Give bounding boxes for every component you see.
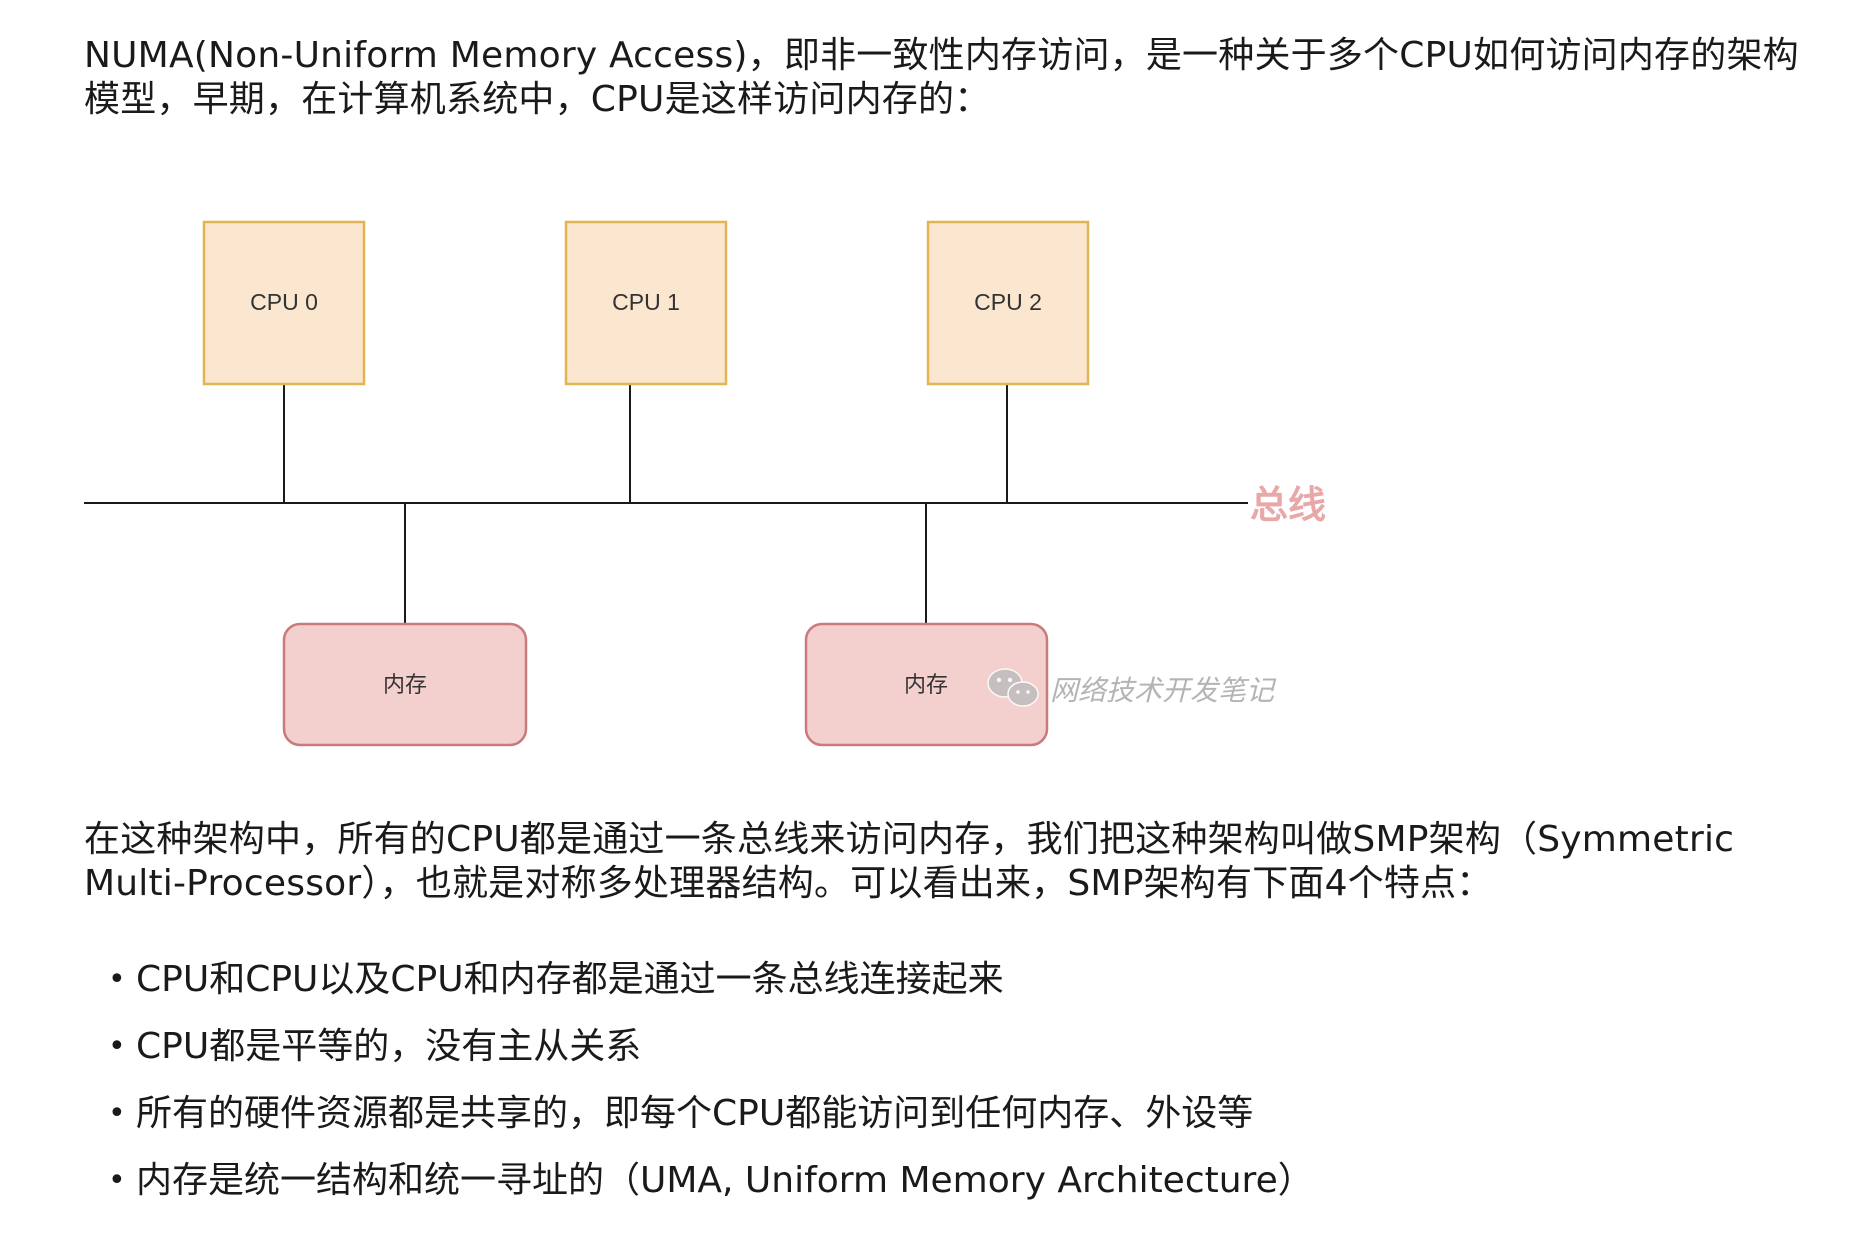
connection-lines [84,384,1248,624]
list-item: • 内存是统一结构和统一寻址的（UMA, Uniform Memory Archi… [108,1159,1314,1203]
bullet-icon: • [108,962,126,997]
feature-list: • CPU和CPU以及CPU和内存都是通过一条总线连接起来 • CPU都是平等的，没… [108,958,1314,1226]
cpu-label: CPU 2 [974,289,1042,315]
bullet-icon: • [108,1163,126,1198]
list-item-text: CPU和CPU以及CPU和内存都是通过一条总线连接起来 [136,959,1004,1000]
watermark-text: 网络技术开发笔记 [1050,675,1277,706]
cpu-box: CPU 1 [564,220,728,386]
list-item-text: CPU都是平等的，没有主从关系 [136,1026,642,1067]
bullet-icon: • [108,1096,126,1131]
watermark: 网络技术开发笔记 [987,668,1277,707]
list-item-text: 所有的硬件资源都是共享的，即每个CPU都能访问到任何内存、外设等 [136,1093,1254,1134]
list-item: • CPU和CPU以及CPU和内存都是通过一条总线连接起来 [108,958,1314,1002]
bullet-icon: • [108,1029,126,1064]
memory-box: 内存 [804,622,1049,747]
cpu-box: CPU 2 [926,220,1090,386]
list-item-text: 内存是统一结构和统一寻址的（UMA, Uniform Memory Archit… [136,1160,1314,1201]
cpu-label: CPU 0 [250,289,318,315]
list-item: • CPU都是平等的，没有主从关系 [108,1025,1314,1069]
cpu-label: CPU 1 [612,289,680,315]
bus-label: 总线 [1250,485,1326,527]
smp-paragraph: 在这种架构中，所有的CPU都是通过一条总线来访问内存，我们把这种架构叫做SMP架… [84,819,1735,904]
cpu-box: CPU 0 [202,220,366,386]
memory-box: 内存 [282,622,528,747]
wechat-icon [987,668,1039,707]
list-item: • 所有的硬件资源都是共享的，即每个CPU都能访问到任何内存、外设等 [108,1092,1314,1136]
intro-paragraph: NUMA(Non-Uniform Memory Access)，即非一致性内存访… [84,35,1799,120]
memory-label: 内存 [383,672,427,697]
memory-label: 内存 [904,672,948,697]
smp-architecture-diagram: CPU 0 CPU 1 CPU 2 总线 内存 内存 网络技术开发笔记 [84,220,1326,747]
